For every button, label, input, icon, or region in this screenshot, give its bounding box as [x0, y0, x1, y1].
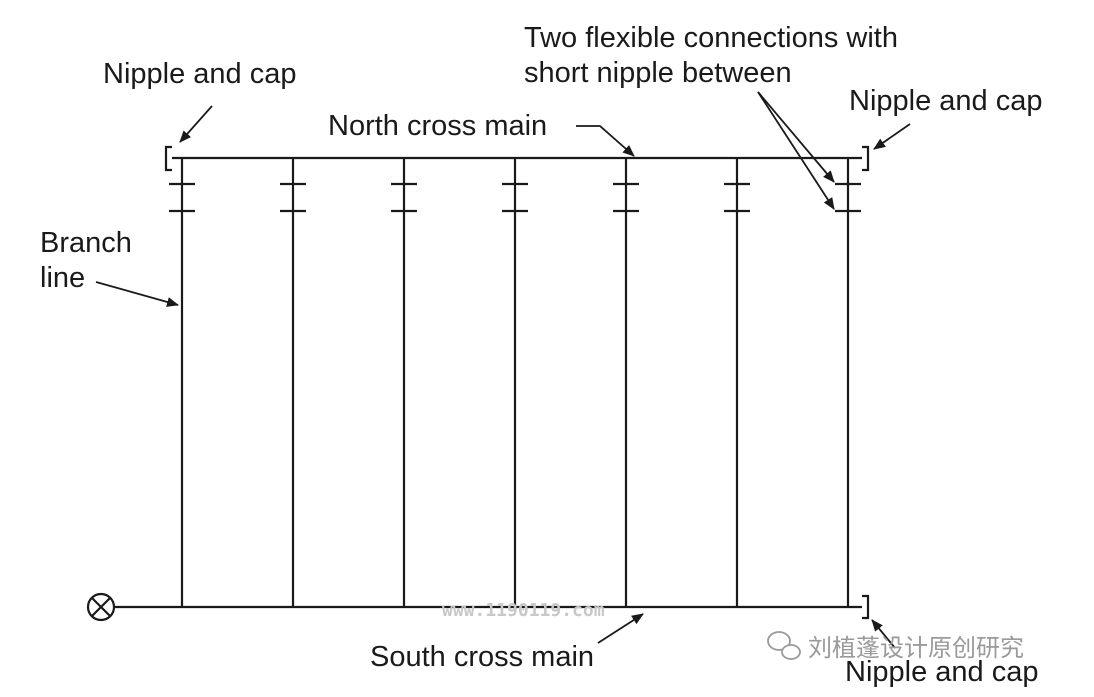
label-flex-connections-line2: short nipple between	[524, 57, 792, 89]
nipple-cap-top-right	[862, 145, 870, 172]
leader-arrows	[95, 91, 911, 649]
label-nipple-cap-top-right: Nipple and cap	[849, 85, 1042, 117]
wechat-icon	[767, 631, 801, 660]
label-branch-line-1: Branch	[40, 227, 132, 259]
watermark-url: www.1190119.com	[442, 600, 605, 621]
leader-nipple-cap-bottom-right	[871, 619, 896, 649]
label-flex-connections-line1: Two flexible connections with	[524, 22, 898, 54]
leader-north-cross-main	[576, 125, 635, 157]
leader-nipple-cap-top-left	[179, 105, 213, 143]
leader-nipple-cap-top-right	[873, 123, 911, 150]
branch-lines	[169, 158, 861, 607]
label-nipple-cap-bottom-right: Nipple and cap	[845, 656, 1038, 688]
label-nipple-cap-top-left: Nipple and cap	[103, 58, 296, 90]
control-valve-icon	[86, 592, 116, 622]
watermark-wechat-account: 刘植蓬设计原创研究	[808, 634, 1024, 662]
leader-flex-connection-2	[757, 91, 835, 210]
nipple-cap-bottom-right	[862, 594, 870, 620]
label-north-cross-main: North cross main	[328, 110, 547, 142]
nipple-cap-top-left	[164, 145, 172, 172]
label-branch-line-2: line	[40, 262, 85, 294]
label-south-cross-main: South cross main	[370, 641, 594, 673]
leader-branch-line	[95, 281, 179, 307]
leader-south-cross-main	[597, 613, 644, 644]
leader-flex-connection-1	[757, 91, 835, 183]
